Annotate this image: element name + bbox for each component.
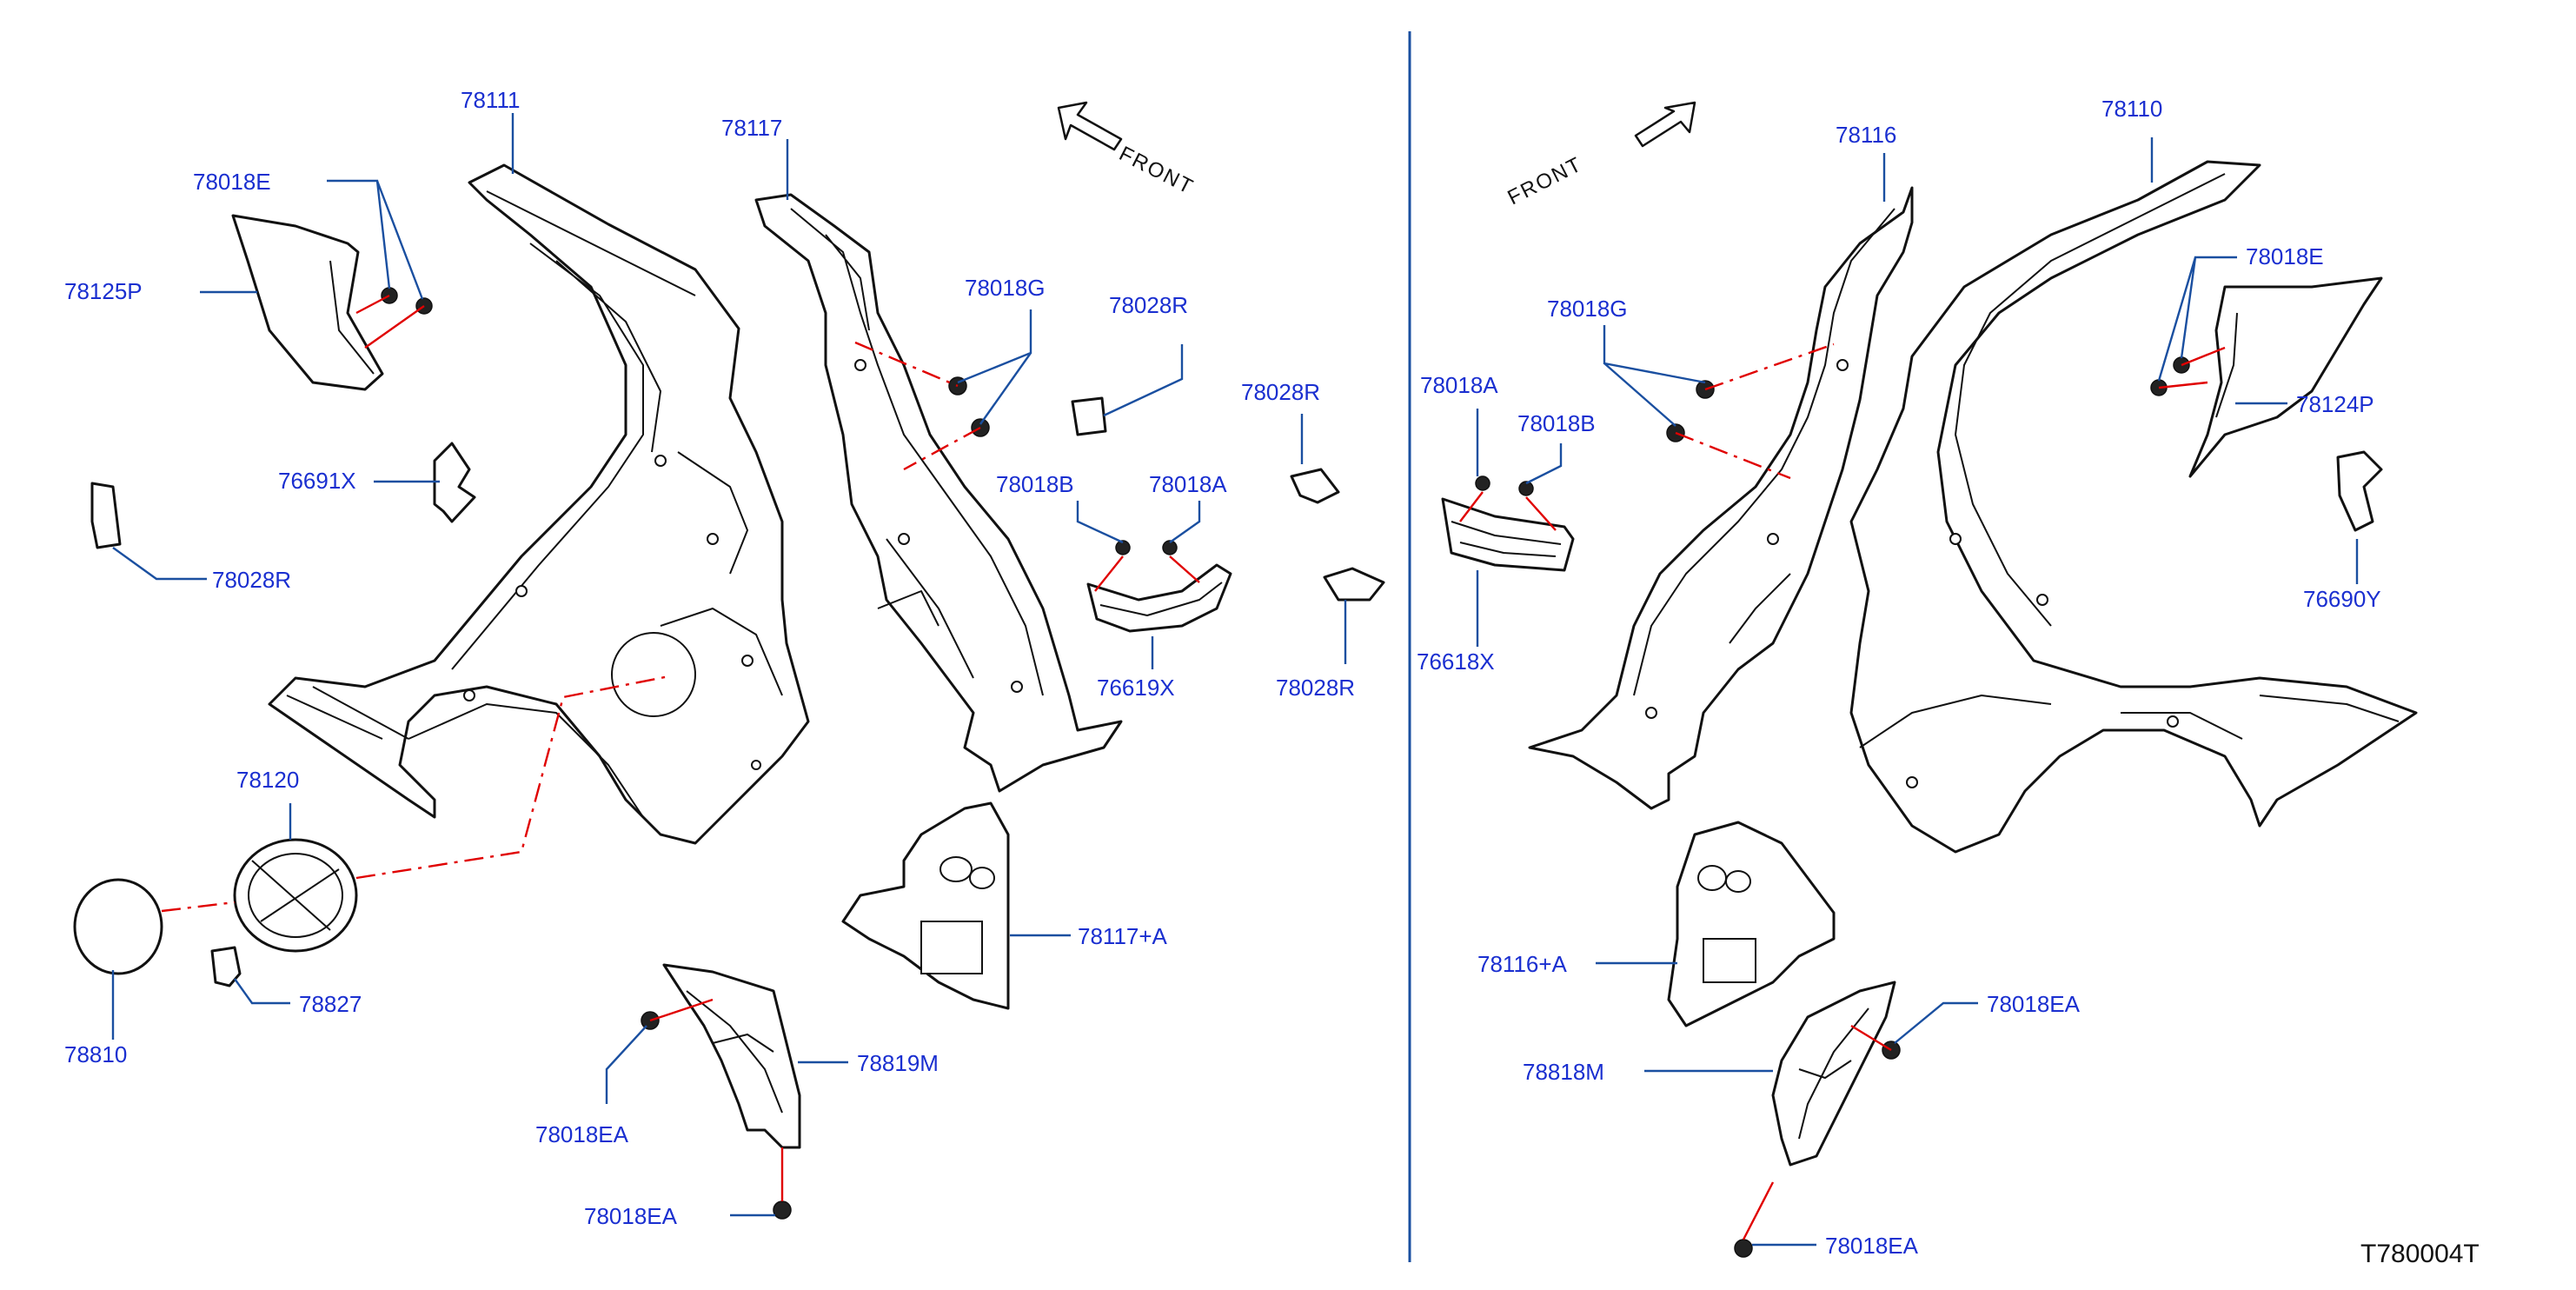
- callout-78018G-right: 78018G: [1547, 296, 1628, 322]
- clip-76691X: [433, 442, 476, 523]
- clip-78028R-lower: [1323, 567, 1385, 602]
- callout-78125P: 78125P: [64, 278, 143, 304]
- callout-78819M: 78819M: [857, 1050, 939, 1076]
- inner-pillar-left: [754, 193, 1123, 793]
- quarter-panel-outer-right: [1849, 160, 2418, 854]
- bracket-lower-left: [641, 963, 801, 1220]
- inner-panel-lower-left: [841, 801, 1010, 1010]
- callout-78116A: 78116+A: [1477, 951, 1568, 977]
- callout-78117: 78117: [721, 115, 782, 141]
- callout-78018B-right: 78018B: [1517, 410, 1596, 436]
- clip-78028R-top: [1071, 396, 1107, 436]
- front-arrow-left: FRONT: [1057, 101, 1198, 199]
- front-label-left: FRONT: [1115, 142, 1198, 199]
- callout-78028R-top: 78028R: [1109, 292, 1188, 318]
- clip-78028R-left: [90, 482, 122, 549]
- callout-labels: 78111 78117 78018E 78125P 76691X 78028R …: [64, 87, 2381, 1259]
- callout-78116: 78116: [1836, 122, 1896, 148]
- callout-78120: 78120: [236, 767, 299, 793]
- callout-76618X: 76618X: [1417, 648, 1495, 675]
- corner-piece-left: [231, 214, 433, 391]
- callout-78028R-left: 78028R: [212, 567, 291, 593]
- inner-panel-lower-right: [1667, 821, 1836, 1027]
- filler-lid-78810: [73, 878, 163, 975]
- corner-piece-right: [2150, 276, 2383, 478]
- quarter-panel-outer-left: [268, 163, 810, 845]
- front-arrow-right: FRONT: [1504, 101, 1696, 209]
- callout-78028R-side: 78028R: [1241, 379, 1320, 405]
- callout-78028R-lower: 78028R: [1276, 675, 1355, 701]
- callout-76619X: 76619X: [1097, 675, 1175, 701]
- callout-78818M: 78818M: [1523, 1059, 1604, 1085]
- callout-78018B-left: 78018B: [996, 471, 1074, 497]
- inner-pillar-right: [1528, 186, 1914, 810]
- callout-76690Y: 76690Y: [2303, 586, 2381, 612]
- callout-78111: 78111: [461, 87, 520, 113]
- callout-78117A: 78117+A: [1078, 923, 1168, 949]
- callout-78018A-right: 78018A: [1420, 372, 1498, 398]
- callout-78018EA-l1: 78018EA: [535, 1121, 629, 1147]
- clip-78028R-side: [1290, 468, 1340, 504]
- callout-78827: 78827: [299, 991, 362, 1017]
- callout-78018EA-r2: 78018EA: [1825, 1233, 1919, 1259]
- callout-78018G-left: 78018G: [965, 275, 1046, 301]
- clip-76690Y: [2336, 450, 2383, 532]
- callout-76691X: 76691X: [278, 468, 356, 494]
- callout-78110: 78110: [2101, 96, 2162, 122]
- bracket-76619X: [1086, 540, 1232, 633]
- callout-78124P: 78124P: [2296, 391, 2374, 417]
- callout-78018A-left: 78018A: [1149, 471, 1227, 497]
- callout-78018EA-l2: 78018EA: [584, 1203, 678, 1229]
- bracket-lower-right: [1734, 981, 1901, 1258]
- figure-id: T780004T: [2360, 1240, 2480, 1268]
- callout-78018EA-r1: 78018EA: [1987, 991, 2081, 1017]
- bracket-76618X: [1441, 475, 1575, 572]
- front-label-right: FRONT: [1504, 152, 1586, 209]
- callout-78018E-left: 78018E: [193, 169, 271, 195]
- callout-78810: 78810: [64, 1041, 127, 1067]
- leader-lines: [111, 113, 2359, 1247]
- assembly-lines: [161, 294, 2226, 1240]
- filler-base-78120: [233, 838, 358, 953]
- callout-78018E-right: 78018E: [2246, 243, 2324, 269]
